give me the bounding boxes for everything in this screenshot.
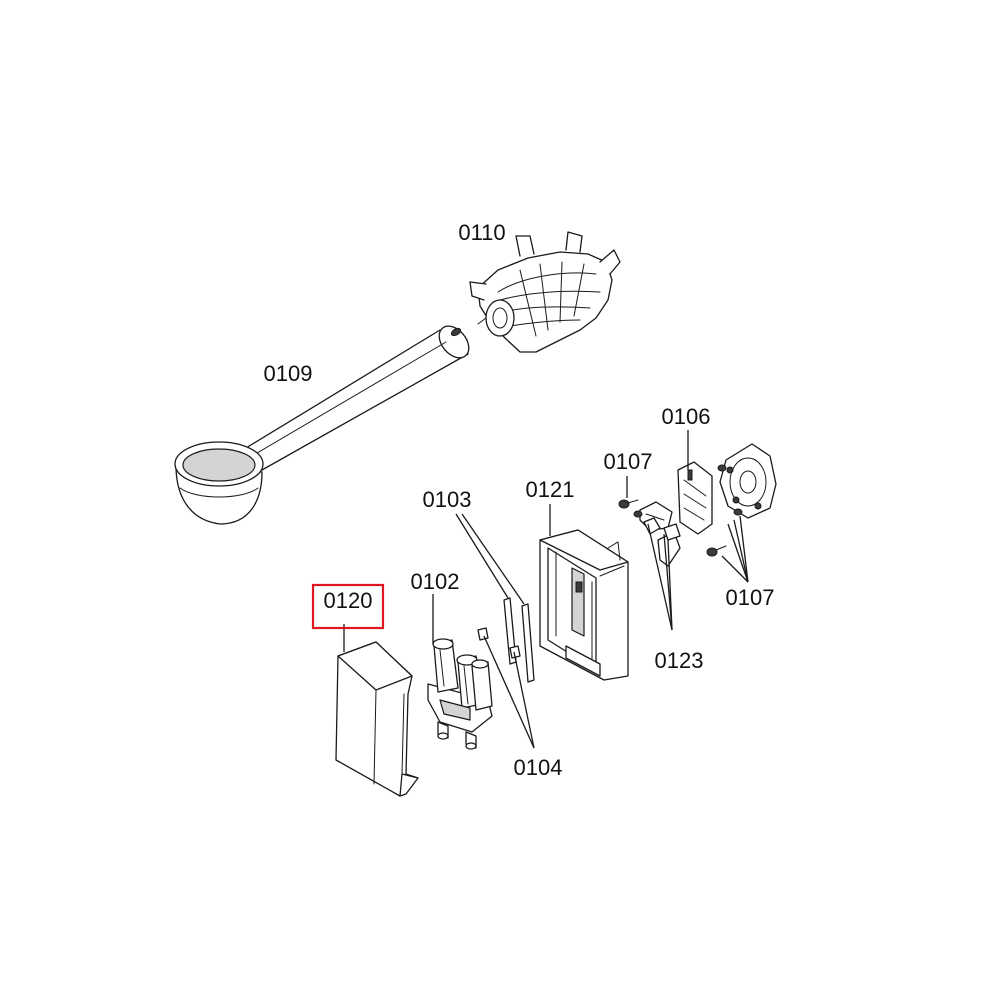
- label-0107-lower: 0107: [726, 585, 775, 610]
- highlight-box-0120: [311, 583, 385, 630]
- part-labels: 0110 0109 0106 0107 0103 0121 0107 0120 …: [264, 220, 775, 780]
- label-0103: 0103: [423, 487, 472, 512]
- label-0120: 0120: [324, 588, 373, 613]
- label-0106: 0106: [662, 404, 711, 429]
- part-0109-drawing: [174, 325, 470, 525]
- part-0107-screws: [618, 464, 743, 557]
- label-0110: 0110: [458, 220, 505, 245]
- part-0110-drawing: [469, 231, 621, 353]
- label-0104: 0104: [514, 755, 563, 780]
- part-0102-drawing: [427, 638, 493, 750]
- part-0120-drawing: [335, 641, 419, 797]
- part-0104-drawing: [477, 627, 521, 659]
- label-0107-upper: 0107: [604, 449, 653, 474]
- part-0106-drawing: [639, 443, 777, 535]
- part-0103-drawing: [503, 597, 535, 683]
- leader-lines: [343, 430, 749, 749]
- part-0121-drawing: [539, 529, 629, 681]
- label-0102: 0102: [411, 569, 460, 594]
- label-0123: 0123: [655, 648, 704, 673]
- label-0109: 0109: [264, 361, 313, 386]
- label-0121: 0121: [526, 477, 575, 502]
